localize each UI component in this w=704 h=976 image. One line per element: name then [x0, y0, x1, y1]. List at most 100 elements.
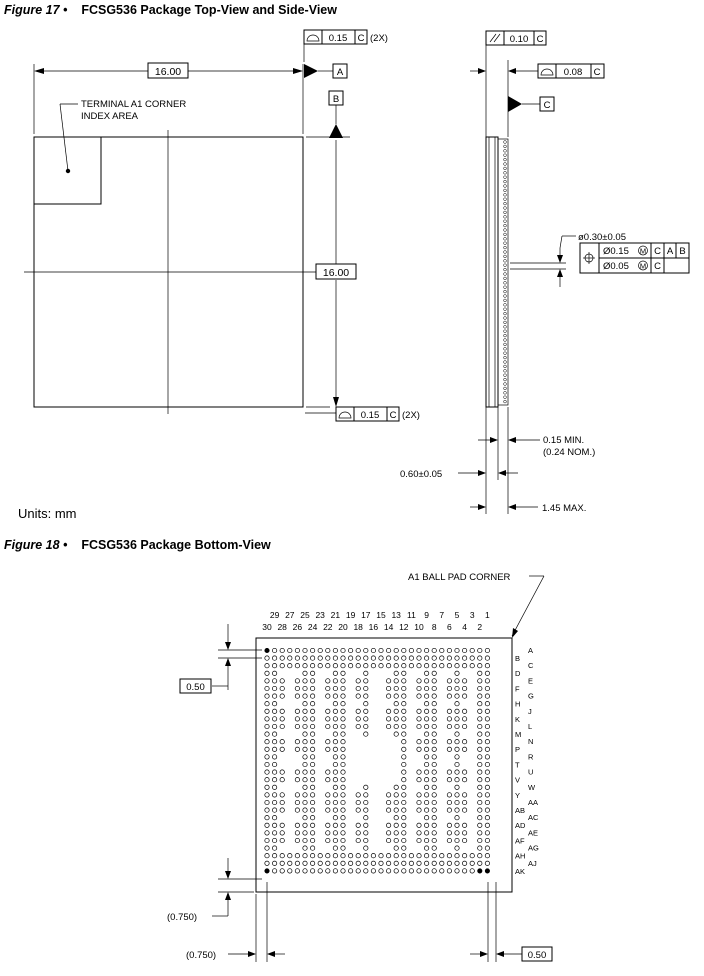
ball-pad	[340, 716, 346, 722]
ball-pad	[431, 723, 437, 730]
ball-pad	[484, 708, 490, 714]
ball-pad	[310, 693, 316, 699]
ball-pad	[355, 837, 361, 844]
ball-pad	[484, 822, 490, 828]
ball-pad	[272, 678, 278, 684]
ball-pad	[462, 678, 468, 684]
ball-pad	[310, 815, 316, 821]
ball-pad	[454, 701, 460, 707]
side-ball	[503, 219, 507, 223]
ball-pad	[332, 647, 338, 654]
ball-pad	[416, 860, 422, 866]
ball-pad	[431, 792, 437, 798]
ball-pad	[340, 845, 346, 851]
ball-pad	[408, 853, 414, 859]
svg-text:B: B	[679, 246, 685, 257]
ball-pad	[477, 807, 483, 813]
ball-pad	[302, 777, 308, 783]
ball-pad	[416, 716, 422, 722]
ball-pad	[310, 807, 316, 813]
side-ball	[503, 285, 507, 289]
ball-pad	[393, 868, 399, 874]
ball-pad	[424, 769, 430, 775]
row-label: AK	[515, 867, 525, 876]
ball-pad	[446, 739, 452, 745]
ball-pad	[416, 822, 422, 828]
ball-pad	[431, 708, 437, 714]
ball-pad	[393, 716, 399, 722]
column-label: 10	[414, 622, 424, 632]
ball-pad	[302, 678, 308, 684]
ball-pad	[340, 799, 346, 806]
ball-pad	[310, 868, 316, 874]
ball-pad	[332, 685, 338, 692]
side-ball	[503, 250, 507, 254]
ball-pad	[332, 746, 338, 752]
ball-pad	[287, 655, 293, 661]
row-label: A	[528, 646, 533, 655]
ball-pad	[279, 860, 285, 866]
column-label: 3	[470, 610, 475, 620]
ball-pad	[401, 739, 407, 745]
ball-pad	[272, 799, 278, 806]
body-thickness: 0.60±0.05	[400, 469, 442, 480]
ball-pad	[325, 678, 331, 684]
ball-pad	[446, 723, 452, 730]
side-ball	[503, 342, 507, 347]
ball-pad	[424, 830, 430, 836]
ball-pad	[310, 784, 316, 790]
ball-pad	[484, 830, 490, 836]
ball-pad	[386, 723, 392, 730]
ball-pad	[416, 830, 422, 836]
ball-pad	[439, 868, 445, 874]
ball-pad	[477, 693, 483, 699]
ball-pad	[431, 746, 437, 752]
column-label: 18	[353, 622, 363, 632]
ball-pad	[393, 731, 399, 737]
ball-pad	[279, 739, 285, 745]
ball-pad	[477, 845, 483, 851]
ball-pad	[416, 663, 422, 669]
ball-pad	[363, 860, 369, 866]
ball-pad	[332, 837, 338, 844]
ball-pad	[484, 799, 490, 806]
svg-text:0.10: 0.10	[510, 34, 529, 45]
ball-pad	[325, 708, 331, 714]
row-label: Y	[515, 791, 520, 800]
ball-pad	[446, 655, 452, 661]
ball-pad	[477, 663, 483, 669]
ball-pad	[294, 678, 300, 684]
row-label: P	[515, 745, 520, 754]
ball-pad	[454, 792, 460, 798]
ball-pad	[355, 868, 361, 874]
row-label: AD	[515, 821, 526, 830]
ball-pad	[446, 837, 452, 844]
ball-pad	[446, 693, 452, 699]
ball-pad	[302, 693, 308, 699]
ball-pad	[332, 822, 338, 828]
ball-pad	[462, 663, 468, 669]
top-view: 16.00 A B 16.00 TERMINAL A1 CORNER INDEX…	[24, 29, 420, 422]
terminal-note-2: INDEX AREA	[81, 111, 139, 122]
side-ball	[503, 316, 507, 320]
ball-pad	[484, 685, 490, 692]
ball-pad	[401, 830, 407, 836]
row-label: J	[528, 707, 532, 716]
ball-pad	[310, 708, 316, 714]
ball-pad	[264, 670, 270, 676]
ball-pad	[424, 716, 430, 722]
ball-pad	[424, 837, 430, 844]
side-ball	[503, 193, 507, 197]
ball-pad	[401, 822, 407, 828]
ball-pad	[424, 853, 430, 859]
ball-pad	[401, 853, 407, 859]
ball-pad	[393, 830, 399, 836]
ball-pad	[355, 693, 361, 699]
ball-pad	[332, 693, 338, 699]
ball-pad	[393, 815, 399, 821]
ball-pad	[484, 761, 490, 768]
ball-pad	[477, 678, 483, 684]
ball-pad	[484, 792, 490, 798]
ball-pad	[340, 678, 346, 684]
